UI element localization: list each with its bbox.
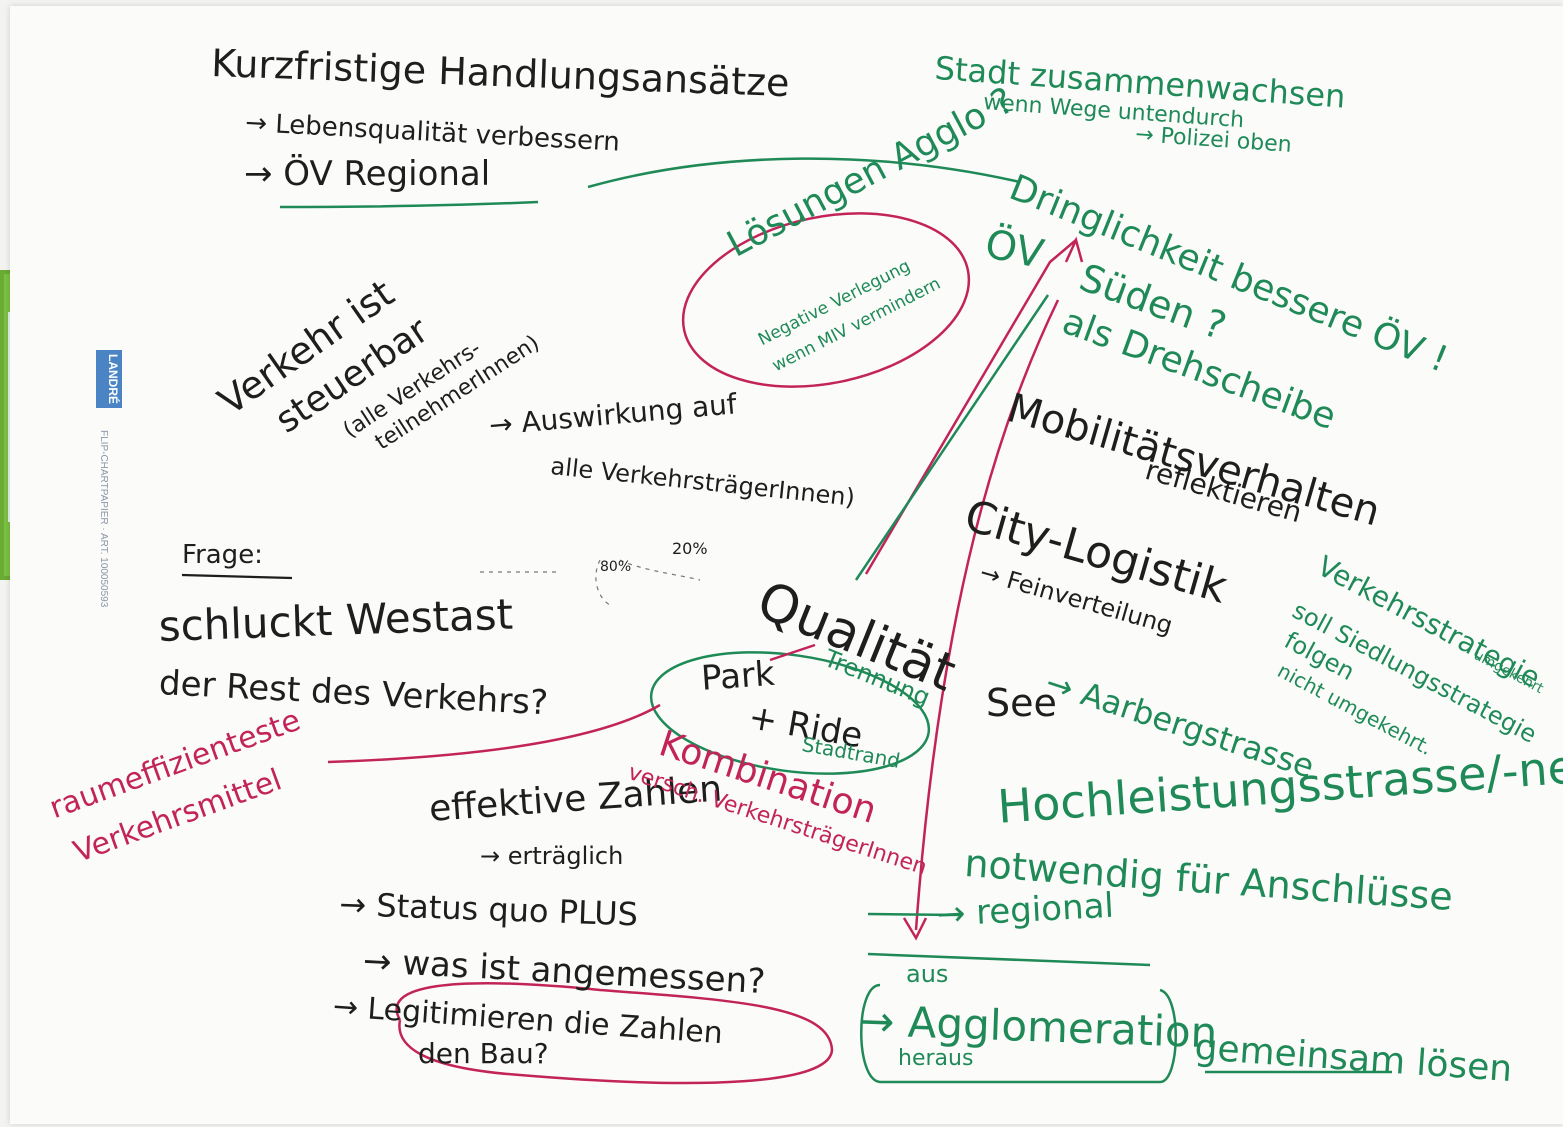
- flipchart-sheet: [10, 6, 1563, 1124]
- brand-logo: LANDRÉ: [96, 350, 122, 408]
- note-den-bau: den Bau?: [418, 1037, 549, 1070]
- brand-product-text: FLIP-CHARTPAPIER · ART. 100050593: [98, 430, 109, 608]
- red-circle-loesungen: [681, 212, 971, 388]
- green-underline-oev: [279, 200, 539, 209]
- green-line-above-agglomeration: [867, 952, 1151, 967]
- red-arrow-head: [1064, 236, 1084, 263]
- note-heraus: heraus: [898, 1046, 974, 1071]
- red-line-down-to-agglomeration: [914, 299, 1060, 931]
- red-arrow-down-head: [902, 917, 928, 941]
- note-oev: ÖV: [981, 221, 1048, 279]
- note-20-percent: 20%: [672, 539, 708, 558]
- red-line-qualitaet-to-park: [769, 643, 816, 662]
- note-park: Park: [699, 653, 776, 699]
- note-frage: Frage:: [182, 540, 263, 570]
- note-80-percent: 80%: [600, 559, 632, 575]
- note-ertraeglich: → erträglich: [480, 842, 624, 870]
- note-see: See: [986, 681, 1057, 725]
- black-underline-frage: [181, 573, 293, 580]
- pencil-scribble: [480, 559, 701, 606]
- red-arrow-qualitaet-to-oev: [864, 239, 1077, 575]
- red-circle-legitimieren: [395, 982, 834, 1085]
- flipchart-brand-strip: LANDRÉ FLIP-CHARTPAPIER · ART. 100050593: [96, 350, 122, 650]
- note-aus: aus: [906, 960, 949, 988]
- green-arc-oev-to-dringlichkeit: [587, 157, 1021, 189]
- green-arrow-regional: [867, 912, 961, 917]
- note-oev-regional: → ÖV Regional: [244, 154, 491, 194]
- red-line-rest-to-park: [327, 703, 661, 764]
- note-status-quo: → Status quo PLUS: [338, 885, 639, 934]
- green-circle-park-ride: [649, 651, 931, 775]
- green-bracket-agglomeration: [860, 983, 1177, 1084]
- note-regional: → regional: [935, 885, 1115, 935]
- note-schluckt-westast: schluckt Westast: [157, 589, 514, 651]
- green-line-qualitaet-to-oev: [854, 294, 1050, 581]
